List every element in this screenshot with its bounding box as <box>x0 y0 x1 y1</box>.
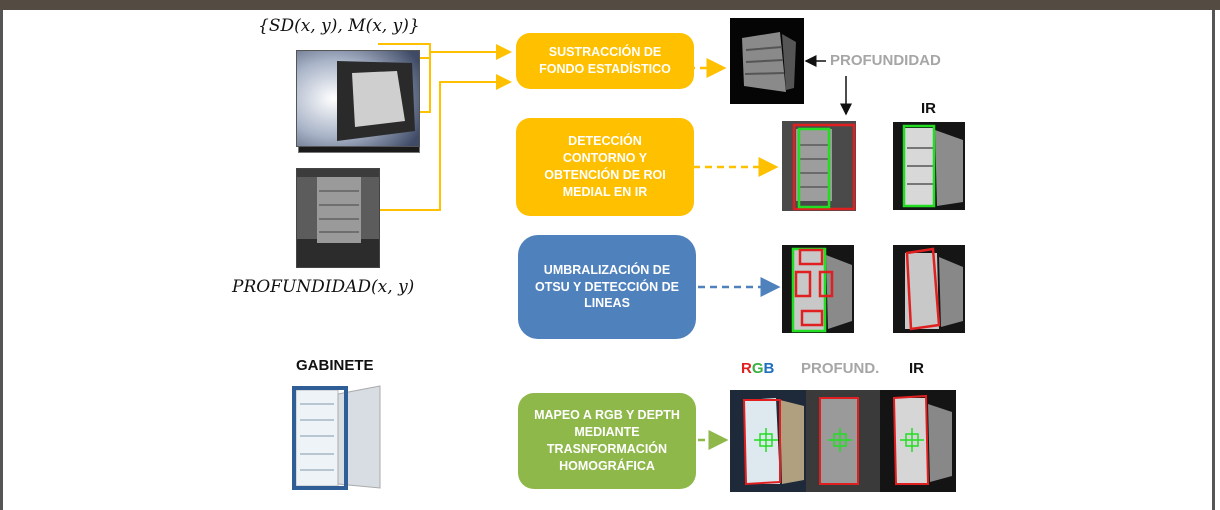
cabinet-image <box>292 384 384 490</box>
label-rgb-g: G <box>751 360 764 377</box>
otsu-lines-image <box>782 245 854 333</box>
label-gabinete: GABINETE <box>296 357 374 374</box>
formula-profundidad: PROFUNDIDAD(x, y) <box>232 277 415 297</box>
box-background-subtraction: SUSTRACCIÓN DE FONDO ESTADÍSTICO <box>516 33 694 89</box>
label-profund: PROFUND. <box>801 360 880 377</box>
depth-input-image <box>296 168 380 268</box>
box-otsu-threshold: UMBRALIZACIÓN DE OTSU Y DETECCIÓN DE LIN… <box>518 235 696 339</box>
homography-strip-image <box>730 390 956 492</box>
background-subtraction-result-image <box>730 18 804 104</box>
label-rgb-b: B <box>763 360 775 377</box>
label-rgb: RGB <box>741 360 774 377</box>
label-ir-1: IR <box>921 100 936 117</box>
box-otsu-threshold-label: UMBRALIZACIÓN DE OTSU Y DETECCIÓN DE LIN… <box>534 262 679 311</box>
otsu-ir-image <box>893 245 965 333</box>
roi-ir-image <box>893 122 965 210</box>
top-bar <box>0 0 1220 10</box>
label-rgb-r: R <box>741 360 752 377</box>
box-homography-mapping-label: MAPEO A RGB Y DEPTH MEDIANTE TRASNFORMAC… <box>534 408 680 473</box>
input-connectors <box>378 43 512 211</box>
stat-image-front <box>296 50 420 147</box>
box-background-subtraction-label: SUSTRACCIÓN DE FONDO ESTADÍSTICO <box>539 45 671 76</box>
formula-sd-m: {SD(x, y), M(x, y)} <box>258 16 420 36</box>
box-homography-mapping: MAPEO A RGB Y DEPTH MEDIANTE TRASNFORMAC… <box>518 393 696 489</box>
box-contour-detection-label: DETECCIÓN CONTORNO Y OBTENCIÓN DE ROI ME… <box>544 134 666 199</box>
roi-depth-image <box>782 121 856 211</box>
diagram-frame <box>0 10 1215 510</box>
label-ir-2: IR <box>909 360 924 377</box>
label-profundidad: PROFUNDIDAD <box>830 52 941 69</box>
box-contour-detection: DETECCIÓN CONTORNO Y OBTENCIÓN DE ROI ME… <box>516 118 694 216</box>
